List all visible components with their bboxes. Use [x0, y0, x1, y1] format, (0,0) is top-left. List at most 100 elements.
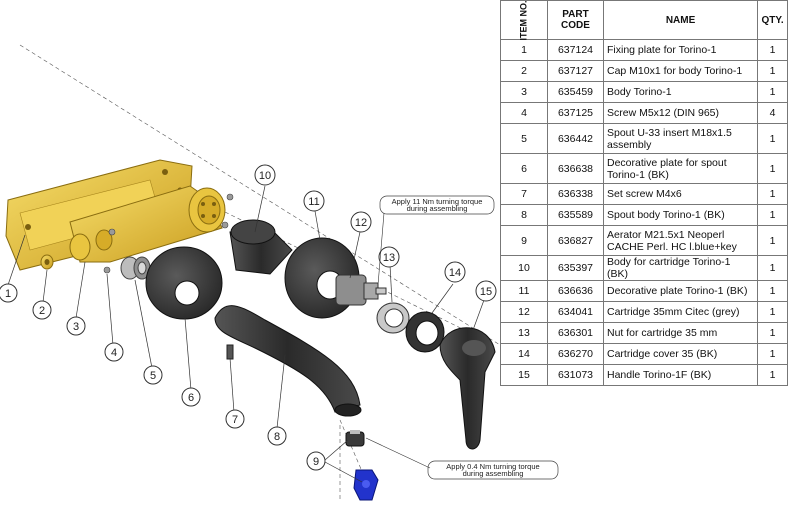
svg-text:14: 14: [449, 267, 461, 279]
part-code-cell: 636827: [547, 225, 604, 256]
screws: [103, 193, 234, 274]
svg-text:10: 10: [259, 170, 271, 182]
decorative-plate-spout: [145, 246, 223, 320]
callout-7: 7: [225, 409, 245, 429]
svg-text:1: 1: [5, 288, 11, 300]
name-cell: Aerator M21.5x1 Neoperl CACHE Perl. HC l…: [602, 225, 759, 256]
svg-text:11: 11: [308, 196, 319, 208]
spout-insert: [120, 256, 151, 280]
qty-cell: 1: [757, 301, 788, 323]
callout-11: 11: [303, 190, 325, 212]
qty-cell: 4: [757, 102, 788, 124]
header-qty: QTY.: [757, 0, 788, 40]
item-no-cell: 14: [500, 343, 548, 365]
qty-cell: 1: [757, 343, 788, 365]
item-no-cell: 7: [500, 183, 548, 205]
callout-14: 14: [444, 261, 466, 283]
name-cell: Decorative plate Torino-1 (BK): [602, 280, 759, 302]
svg-text:Apply 0.4 Nm turning torque: Apply 0.4 Nm turning torque: [446, 462, 539, 471]
part-code-cell: 636636: [547, 280, 604, 302]
spout-body: [214, 305, 362, 417]
svg-text:5: 5: [150, 370, 156, 382]
item-no-cell: 10: [500, 255, 548, 281]
svg-text:9: 9: [313, 456, 319, 468]
callout-12: 12: [350, 211, 372, 233]
name-cell: Nut for cartridge 35 mm: [602, 322, 759, 344]
svg-text:4: 4: [111, 347, 117, 359]
svg-text:8: 8: [274, 431, 280, 443]
header-item-no: ITEM NO.: [500, 0, 548, 40]
header-name: NAME: [602, 0, 759, 40]
part-code-cell: 636301: [547, 322, 604, 344]
svg-text:2: 2: [39, 305, 45, 317]
svg-text:during assembling: during assembling: [463, 469, 524, 478]
name-cell: Body for cartridge Torino-1 (BK): [602, 255, 759, 281]
name-cell: Set screw M4x6: [602, 183, 759, 205]
svg-text:3: 3: [73, 321, 79, 333]
cap: [40, 254, 54, 270]
item-no-cell: 11: [500, 280, 548, 302]
name-cell: Fixing plate for Torino-1: [602, 39, 759, 61]
name-cell: Cartridge 35mm Citec (grey): [602, 301, 759, 323]
part-code-cell: 634041: [547, 301, 604, 323]
qty-cell: 1: [757, 255, 788, 281]
set-screw: [226, 344, 234, 360]
svg-text:7: 7: [232, 414, 238, 426]
item-no-cell: 15: [500, 364, 548, 386]
svg-text:Apply 11 Nm turning torque: Apply 11 Nm turning torque: [392, 197, 483, 206]
cartridge-nut: [376, 302, 410, 334]
svg-text:during assembling: during assembling: [407, 204, 468, 213]
item-no-cell: 6: [500, 153, 548, 184]
item-no-cell: 13: [500, 322, 548, 344]
qty-cell: 1: [757, 183, 788, 205]
qty-cell: 1: [757, 153, 788, 184]
item-no-cell: 2: [500, 60, 548, 82]
part-code-cell: 636338: [547, 183, 604, 205]
part-code-cell: 636442: [547, 123, 604, 154]
torque-note-aerator: Apply 0.4 Nm turning torque during assem…: [365, 437, 559, 480]
name-cell: Handle Torino-1F (BK): [602, 364, 759, 386]
callout-6: 6: [181, 387, 201, 407]
callout-5: 5: [143, 365, 163, 385]
handle: [439, 327, 496, 450]
item-no-cell: 3: [500, 81, 548, 103]
part-code-cell: 636270: [547, 343, 604, 365]
name-cell: Screw M5x12 (DIN 965): [602, 102, 759, 124]
item-no-cell: 1: [500, 39, 548, 61]
callout-2: 2: [32, 300, 52, 320]
svg-text:12: 12: [355, 217, 367, 229]
qty-cell: 1: [757, 81, 788, 103]
aerator: [345, 430, 365, 447]
callout-15: 15: [475, 280, 497, 302]
part-code-cell: 631073: [547, 364, 604, 386]
callout-10: 10: [254, 164, 276, 186]
torque-note-cartridge: Apply 11 Nm turning torque during assemb…: [377, 195, 495, 286]
qty-cell: 1: [757, 123, 788, 154]
qty-cell: 1: [757, 364, 788, 386]
item-no-cell: 4: [500, 102, 548, 124]
name-cell: Cap M10x1 for body Torino-1: [602, 60, 759, 82]
part-code-cell: 635397: [547, 255, 604, 281]
item-no-cell: 8: [500, 204, 548, 226]
item-no-cell: 12: [500, 301, 548, 323]
svg-text:6: 6: [188, 392, 194, 404]
callout-3: 3: [66, 316, 86, 336]
exploded-assembly-drawing: 1 2 3 4 5 6 7 8 9 10 11 12 13 14 15 Appl…: [0, 44, 559, 501]
table-header-row: ITEM NO. PART CODE NAME QTY.: [500, 0, 788, 40]
qty-cell: 1: [757, 60, 788, 82]
svg-text:15: 15: [480, 286, 492, 298]
